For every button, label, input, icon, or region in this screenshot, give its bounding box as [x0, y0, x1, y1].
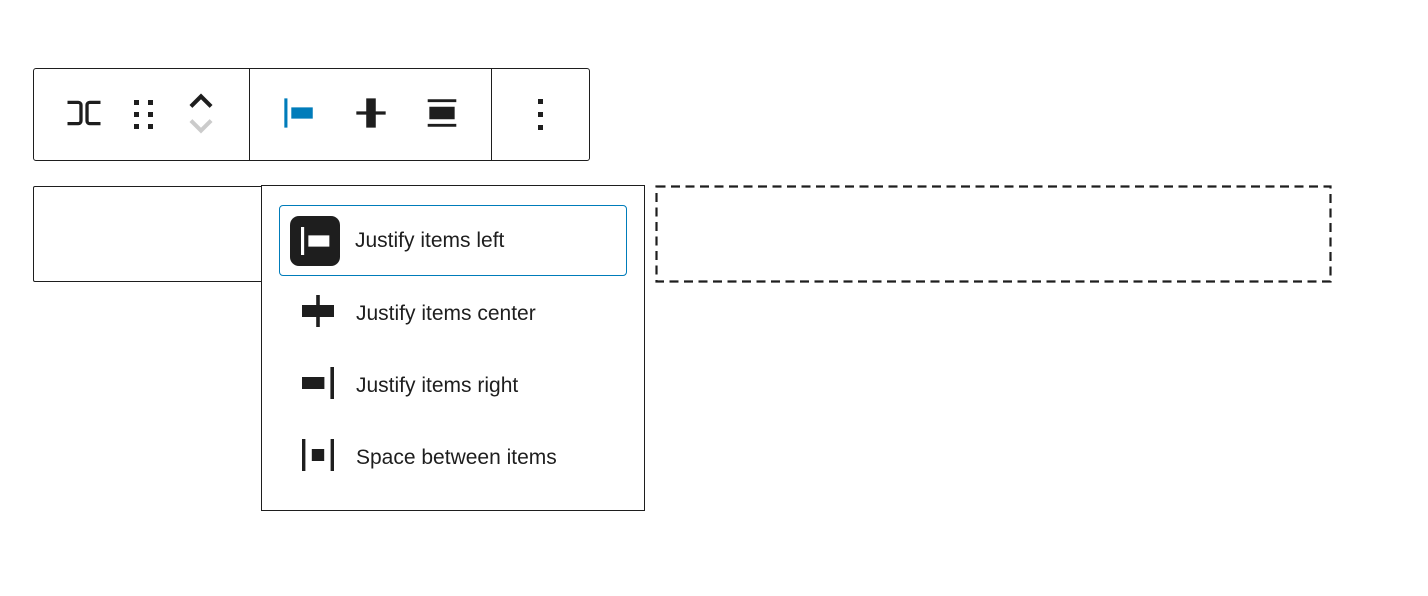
align-center-vertical-icon — [349, 91, 393, 138]
justification-button[interactable] — [277, 91, 321, 138]
options-button[interactable] — [538, 99, 543, 130]
menu-item-label: Justify items left — [355, 229, 505, 252]
menu-item-justify-left[interactable]: Justify items left — [279, 205, 627, 276]
toolbar-group-block — [34, 69, 250, 160]
empty-row-block[interactable] — [33, 186, 263, 282]
block-switcher-button[interactable] — [62, 91, 106, 138]
menu-item-label: Justify items center — [356, 301, 536, 325]
align-none-icon — [420, 91, 464, 138]
menu-item-justify-center[interactable]: Justify items center — [279, 277, 627, 349]
block-drop-zone[interactable] — [655, 185, 1333, 285]
justify-space-between-icon — [294, 431, 342, 483]
chevron-down-icon — [181, 115, 221, 144]
align-button[interactable] — [420, 91, 464, 138]
menu-item-label: Justify items right — [356, 373, 519, 397]
toolbar-group-options — [492, 69, 589, 160]
justification-menu: Justify items left Justify items center … — [261, 185, 645, 511]
drag-handle-icon — [134, 100, 153, 129]
row-block-icon — [62, 91, 106, 138]
menu-item-label: Space between items — [356, 445, 557, 469]
justify-center-icon — [294, 287, 342, 339]
move-down-button[interactable] — [181, 115, 221, 144]
block-toolbar — [33, 68, 590, 161]
justify-right-icon — [294, 359, 342, 411]
more-vertical-icon — [538, 99, 543, 130]
menu-item-justify-right[interactable]: Justify items right — [279, 349, 627, 421]
drag-handle-button[interactable] — [134, 100, 153, 129]
chevron-up-icon — [181, 86, 221, 115]
vertical-alignment-button[interactable] — [349, 91, 393, 138]
block-movers — [181, 86, 221, 144]
move-up-button[interactable] — [181, 86, 221, 115]
justify-items-left-icon — [277, 91, 321, 138]
justify-left-icon — [290, 215, 340, 266]
toolbar-group-alignment — [250, 69, 492, 160]
menu-item-space-between[interactable]: Space between items — [279, 421, 627, 493]
